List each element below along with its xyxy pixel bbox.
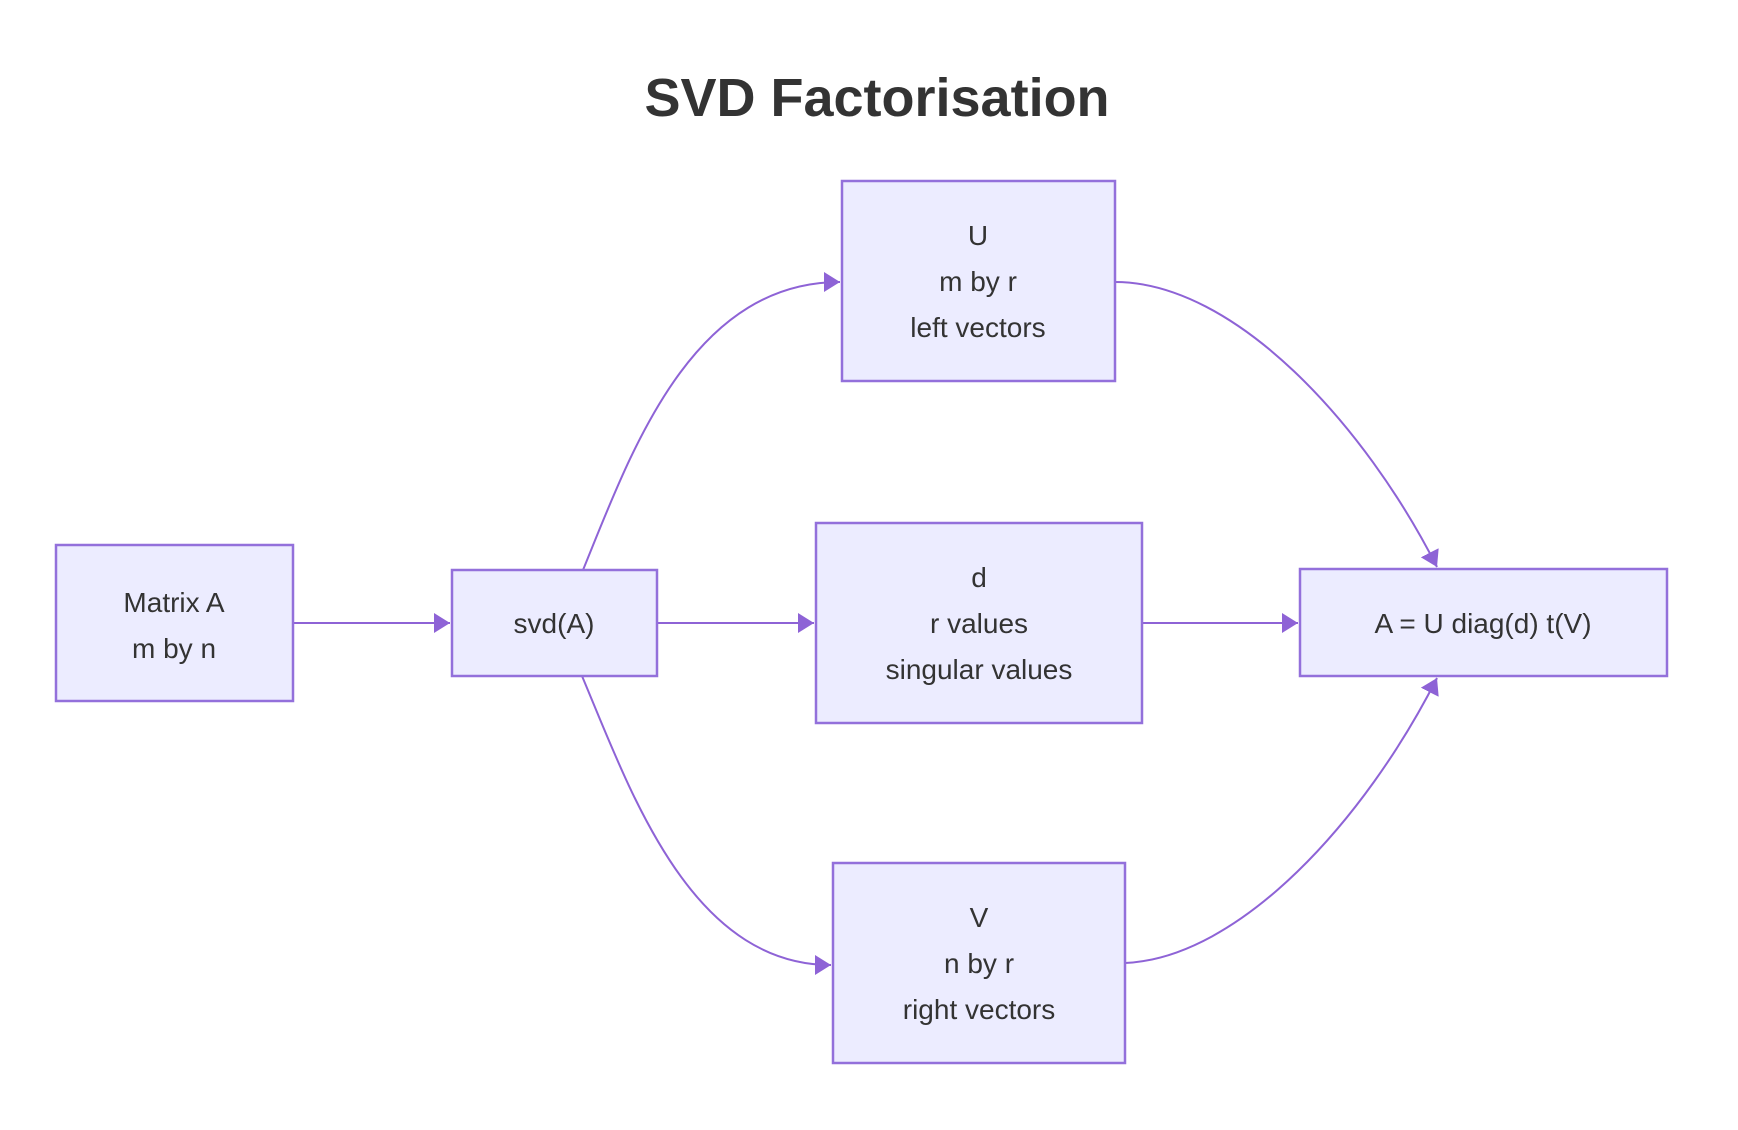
- node-u: U m by r left vectors: [840, 179, 1117, 383]
- node-result: A = U diag(d) t(V): [1298, 567, 1669, 678]
- node-d-line2: r values: [930, 608, 1028, 639]
- node-v-line3: right vectors: [903, 994, 1056, 1025]
- node-d-line1: d: [971, 562, 987, 593]
- node-svd-line1: svd(A): [514, 608, 595, 639]
- node-svd: svd(A): [450, 568, 659, 678]
- node-v-line2: n by r: [944, 948, 1014, 979]
- node-matrix-a-line2: m by n: [132, 633, 216, 664]
- node-u-line2: m by r: [939, 266, 1017, 297]
- node-v: V n by r right vectors: [831, 861, 1127, 1065]
- edge-svd-to-u: [582, 272, 841, 571]
- node-matrix-a-line1: Matrix A: [123, 587, 224, 618]
- node-d-box: [814, 521, 1144, 725]
- diagram-title: SVD Factorisation: [644, 68, 1109, 128]
- node-result-line1: A = U diag(d) t(V): [1374, 608, 1591, 639]
- node-d-line3: singular values: [886, 654, 1073, 685]
- node-matrix-a-box: [54, 543, 295, 703]
- node-u-box: [840, 179, 1117, 383]
- node-u-line1: U: [968, 220, 988, 251]
- node-result-box: [1298, 567, 1669, 678]
- edge-svd-to-v: [581, 675, 832, 975]
- node-svd-box: [450, 568, 659, 678]
- node-d: d r values singular values: [814, 521, 1144, 725]
- edge-u-to-result: [1114, 281, 1439, 568]
- node-matrix-a: Matrix A m by n: [54, 543, 295, 703]
- node-v-line1: V: [970, 902, 989, 933]
- node-u-line3: left vectors: [910, 312, 1045, 343]
- edge-v-to-result: [1124, 677, 1439, 964]
- node-v-box: [831, 861, 1127, 1065]
